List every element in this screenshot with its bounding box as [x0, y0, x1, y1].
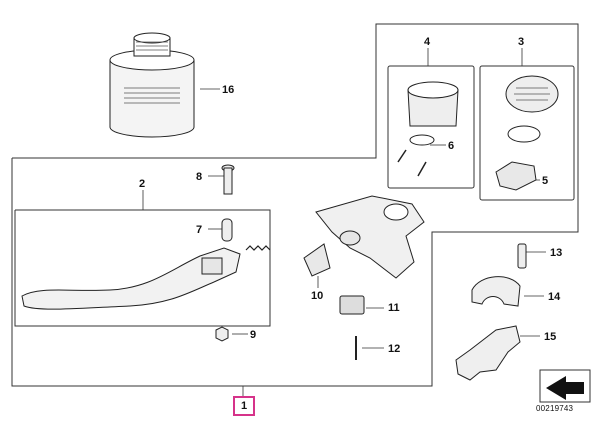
reservoir: [397, 81, 459, 177]
clamp-bolt: [517, 243, 527, 269]
brake-switch: [339, 295, 365, 315]
lock-nut: [215, 326, 229, 342]
clamp-half: [471, 276, 521, 307]
cover-frame: [479, 65, 575, 201]
callout-12: 12: [388, 343, 401, 355]
page-corner-arrow-icon: [539, 369, 591, 403]
callout-10: 10: [311, 290, 324, 302]
callout-8: 8: [196, 171, 203, 183]
spring: [245, 245, 271, 251]
bush: [221, 218, 233, 242]
mirror-bracket: [455, 325, 521, 381]
callout-1-highlight[interactable]: 1: [233, 396, 255, 416]
diagram-reference-number: 00219743: [536, 404, 574, 413]
master-cylinder-housing: [315, 195, 425, 279]
callout-16: 16: [222, 84, 235, 96]
assembly-frame-main: [11, 23, 579, 387]
callout-4: 4: [424, 36, 431, 48]
reservoir-body-frame: [387, 65, 475, 189]
pivot-bolt: [221, 164, 235, 195]
clutch-lever: [21, 247, 241, 310]
callout-13: 13: [550, 247, 563, 259]
lever-frame: [14, 209, 271, 327]
callout-3: 3: [518, 36, 525, 48]
group-outlines: [11, 23, 579, 387]
callout-1: 1: [240, 400, 248, 412]
callout-11: 11: [388, 302, 400, 314]
callout-7: 7: [196, 224, 203, 236]
callout-15: 15: [544, 331, 557, 343]
rubber-boot: [303, 243, 331, 277]
callout-9: 9: [250, 329, 257, 341]
fluid-can: [109, 32, 195, 138]
callout-14: 14: [548, 291, 561, 303]
callout-2: 2: [139, 178, 146, 190]
callout-6: 6: [448, 140, 455, 152]
reservoir-cover: [495, 75, 559, 191]
callout-5: 5: [542, 175, 549, 187]
